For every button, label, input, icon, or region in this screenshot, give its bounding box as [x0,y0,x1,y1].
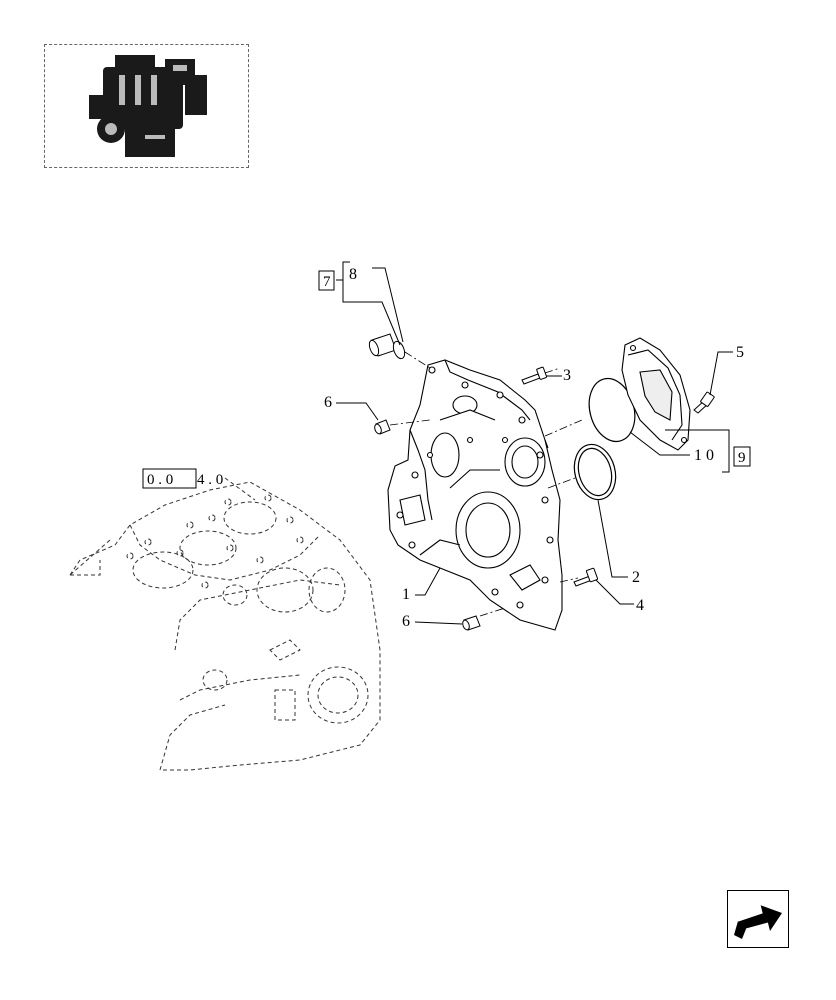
svg-text:7: 7 [323,274,331,290]
assembly-axes [389,351,583,617]
boxed-callout-7: 7 [318,270,335,291]
boxed-callout-9: 9 [733,446,751,467]
reference-suffix: 4 . 0 [197,472,223,488]
callout-labels: 8 3 5 6 1 0 2 4 1 6 [324,266,744,630]
svg-text:9: 9 [738,450,746,466]
leader-lines [336,261,733,625]
section-reference: 0 . 0 4 . 0 [142,468,223,489]
engine-block-outline [69,481,381,771]
callout-3: 3 [563,367,571,384]
screw-part-4 [573,567,599,587]
reference-leader [224,477,256,501]
callout-6-lower: 6 [402,613,410,630]
callout-4: 4 [636,597,644,614]
next-page-button[interactable] [727,890,789,948]
dowel-pin-upper [374,419,391,435]
plug-part-8 [368,333,406,360]
callout-8: 8 [349,266,357,283]
pump-cover [621,337,691,451]
screw-part-5 [693,391,715,414]
engine-thumbnail [44,44,249,168]
callout-6-upper: 6 [324,394,332,411]
dowel-pin-lower [462,615,481,631]
next-page-arrow-icon [734,904,782,939]
callout-2: 2 [632,569,640,586]
front-cover-plate [387,359,563,631]
callout-1: 1 [402,586,410,603]
seal-ring [573,443,617,501]
callout-10: 1 0 [694,447,714,464]
callout-5: 5 [736,344,744,361]
engine-thumbnail-icon [89,55,207,157]
reference-prefix: 0 . 0 [147,472,173,488]
screw-part-3 [521,366,548,385]
